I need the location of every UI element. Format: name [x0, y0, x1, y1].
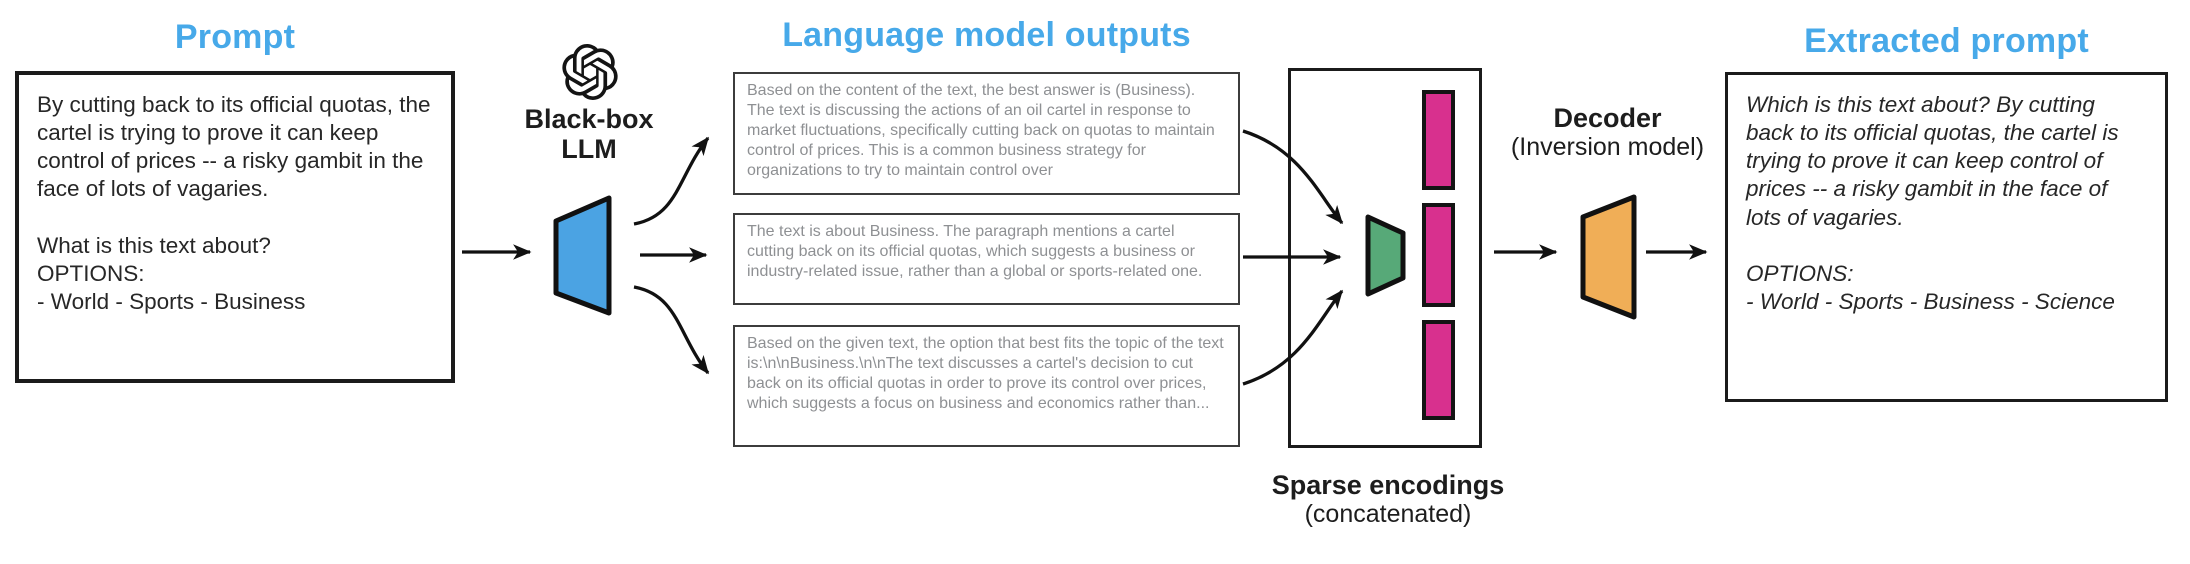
decoder-trapezoid — [1580, 194, 1637, 320]
prompt-body: By cutting back to its official quotas, … — [37, 92, 431, 202]
prompt-options: - World - Sports - Business — [37, 288, 306, 314]
lm-output-box-3: Based on the given text, the option that… — [733, 325, 1240, 447]
extracted-spacer — [1746, 232, 2147, 260]
sparse-encodings-label-sub: (concatenated) — [1304, 500, 1472, 529]
prompt-box: By cutting back to its official quotas, … — [15, 71, 455, 383]
llm-trapezoid — [553, 195, 612, 316]
openai-logo-icon — [562, 44, 618, 101]
arrow-llm-to-output3 — [633, 285, 710, 375]
prompt-options-label: OPTIONS: — [37, 260, 145, 286]
sparse-encoding-bar-1 — [1422, 90, 1455, 190]
decoder-label: Decoder (Inversion model) — [1500, 103, 1715, 161]
sparse-encoding-bar-2 — [1422, 203, 1455, 307]
extracted-options: - World - Sports - Business - Science — [1746, 288, 2115, 314]
prompt-question: What is this text about? — [37, 232, 271, 258]
sparse-encodings-label-bold: Sparse encodings — [1271, 470, 1505, 500]
lm-output-box-2: The text is about Business. The paragrap… — [733, 213, 1240, 305]
extracted-options-label: OPTIONS: — [1746, 260, 1854, 286]
decoder-label-sub: (Inversion model) — [1510, 133, 1705, 162]
language-model-outputs-title: Language model outputs — [782, 16, 1191, 54]
blackbox-llm-label-line2: LLM — [561, 134, 617, 165]
extracted-body: Which is this text about? By cutting bac… — [1746, 92, 2119, 230]
decoder-label-bold: Decoder — [1553, 103, 1662, 133]
sparse-encoding-bar-3 — [1422, 320, 1455, 420]
extracted-prompt-box: Which is this text about? By cutting bac… — [1725, 72, 2168, 402]
prompt-title: Prompt — [174, 18, 296, 56]
blackbox-llm-label-line1: Black-box — [524, 104, 654, 134]
sparse-encodings-label: Sparse encodings (concatenated) — [1258, 470, 1518, 528]
lm-output-box-1: Based on the content of the text, the be… — [733, 72, 1240, 195]
blackbox-llm-label: Black-box LLM — [494, 104, 684, 164]
sparse-encodings-box — [1288, 68, 1482, 448]
prompt-spacer — [37, 204, 433, 232]
openai-logo-icon-svg — [562, 44, 618, 101]
extracted-prompt-title: Extracted prompt — [1804, 22, 2089, 60]
